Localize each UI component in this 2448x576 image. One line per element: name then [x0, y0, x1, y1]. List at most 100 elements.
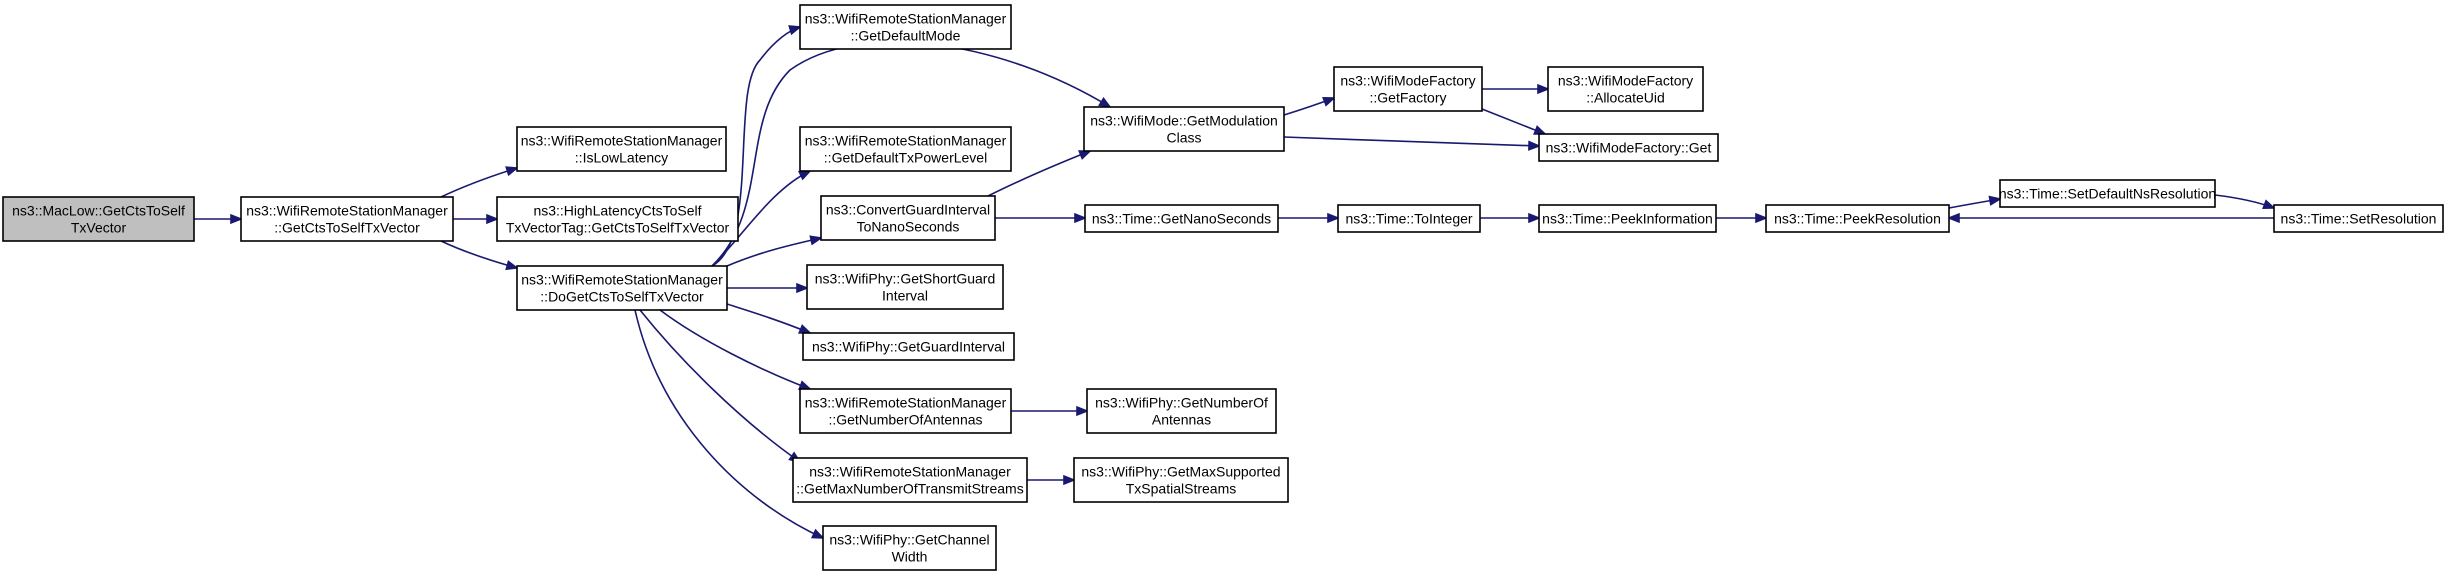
function-node[interactable]: ns3::WifiRemoteStationManager::GetDefaul…: [799, 126, 1012, 172]
arrowhead-icon: [505, 166, 520, 177]
edge-n4-to-n7: [726, 235, 824, 267]
function-node[interactable]: ns3::Time::GetNanoSeconds: [1084, 204, 1279, 233]
node-label: ns3::WifiRemoteStationManager: [521, 272, 723, 288]
arrowhead-icon: [1533, 125, 1547, 135]
edge-n13-to-n16: [1283, 136, 1542, 151]
node-label: ns3::WifiModeFactory: [1340, 73, 1475, 89]
node-box: [802, 332, 1015, 361]
node-label: ns3::WifiModeFactory::Get: [1546, 140, 1712, 156]
edge-line: [1283, 136, 1540, 147]
edge-n1-to-n3: [452, 213, 500, 225]
node-box: [516, 265, 728, 311]
node-box: [2273, 204, 2444, 233]
arrowhead-icon: [811, 528, 825, 539]
arrowhead-icon: [1322, 96, 1337, 107]
node-label: ns3::WifiMode::GetModulation: [1090, 113, 1278, 129]
function-node[interactable]: ns3::Time::SetResolution: [2273, 204, 2444, 233]
node-label: ns3::WifiModeFactory: [1558, 73, 1693, 89]
edge-n4-to-n10: [659, 309, 813, 391]
node-label: Antennas: [1152, 412, 1211, 428]
node-label: ns3::Time::SetResolution: [2281, 211, 2437, 227]
edge-n4-to-n11: [639, 309, 802, 464]
edge-line: [639, 309, 801, 463]
function-node[interactable]: ns3::Time::SetDefaultNsResolution: [1999, 179, 2216, 208]
function-node[interactable]: ns3::WifiModeFactory::GetFactory: [1333, 66, 1483, 112]
node-label: ns3::WifiRemoteStationManager: [521, 133, 723, 149]
function-node[interactable]: ns3::WifiPhy::GetMaxSupportedTxSpatialSt…: [1073, 457, 1289, 503]
function-node[interactable]: ns3::WifiRemoteStationManager::GetCtsToS…: [240, 196, 454, 242]
node-label: ns3::WifiPhy::GetNumberOf: [1095, 395, 1268, 411]
function-node[interactable]: ns3::WifiPhy::GetGuardInterval: [802, 332, 1015, 361]
edge-n10-to-n23: [1010, 405, 1090, 417]
edge-line: [726, 237, 822, 267]
node-box: [496, 196, 739, 242]
node-label: ns3::Time::PeekInformation: [1542, 211, 1713, 227]
edge-n1-to-n4: [440, 240, 520, 271]
edge-n13-to-n14: [1283, 96, 1337, 116]
arrowhead-icon: [1988, 195, 2003, 206]
function-node[interactable]: ns3::WifiRemoteStationManager::IsLowLate…: [516, 126, 727, 172]
arrowhead-icon: [1076, 405, 1090, 417]
edge-n21-to-n22: [2214, 194, 2277, 210]
node-label: TxVector: [71, 220, 127, 236]
node-label: ::GetCtsToSelfTxVector: [274, 220, 420, 236]
node-box: [822, 525, 997, 571]
function-node[interactable]: ns3::WifiPhy::GetNumberOfAntennas: [1086, 388, 1277, 434]
node-label: Interval: [882, 288, 928, 304]
node-box: [1547, 66, 1704, 112]
node-box: [1084, 204, 1279, 233]
node-box: [1538, 204, 1717, 233]
edge-n22-to-n20: [1946, 212, 2274, 224]
arrowhead-icon: [230, 213, 244, 225]
arrowhead-icon: [798, 380, 813, 391]
node-label: ns3::Time::GetNanoSeconds: [1092, 211, 1271, 227]
function-node[interactable]: ns3::Time::ToInteger: [1337, 204, 1481, 233]
edge-line: [711, 41, 1111, 267]
nodes-layer: ns3::MacLow::GetCtsToSelfTxVectorns3::Wi…: [2, 4, 2444, 571]
node-box: [799, 4, 1012, 50]
arrowhead-icon: [1946, 212, 1960, 224]
function-node[interactable]: ns3::WifiModeFactory::Get: [1538, 133, 1719, 162]
node-label: ns3::MacLow::GetCtsToSelf: [12, 203, 185, 219]
node-label: ns3::WifiRemoteStationManager: [805, 395, 1007, 411]
function-node[interactable]: ns3::WifiModeFactory::AllocateUid: [1547, 66, 1704, 112]
edge-line: [440, 240, 518, 269]
node-label: ns3::Time::ToInteger: [1345, 211, 1472, 227]
node-label: ns3::WifiRemoteStationManager: [246, 203, 448, 219]
function-node[interactable]: ns3::WifiRemoteStationManager::DoGetCtsT…: [516, 265, 728, 311]
arrowhead-icon: [1528, 140, 1542, 151]
arrowhead-icon: [809, 235, 824, 246]
arrowhead-icon: [1074, 212, 1088, 224]
function-node[interactable]: ns3::Time::PeekInformation: [1538, 204, 1717, 233]
node-label: ::GetFactory: [1369, 90, 1446, 106]
edge-n20-to-n21: [1948, 195, 2003, 209]
node-box: [820, 195, 996, 241]
edge-n14-to-n16: [1481, 108, 1547, 135]
function-node[interactable]: ns3::WifiRemoteStationManager::GetDefaul…: [799, 4, 1012, 50]
node-label: Class: [1166, 130, 1201, 146]
node-label: ns3::WifiRemoteStationManager: [805, 133, 1007, 149]
edge-n4-to-n13: [711, 41, 1112, 267]
arrowhead-icon: [2262, 199, 2277, 210]
function-node[interactable]: ns3::HighLatencyCtsToSelfTxVectorTag::Ge…: [496, 196, 739, 242]
edge-line: [440, 167, 518, 198]
function-node[interactable]: ns3::WifiRemoteStationManager::GetNumber…: [799, 388, 1012, 434]
arrowhead-icon: [1755, 212, 1769, 224]
node-box: [516, 126, 727, 172]
edge-n17-to-n18: [1278, 212, 1341, 224]
node-label: TxSpatialStreams: [1126, 481, 1236, 497]
node-label: ns3::WifiPhy::GetGuardInterval: [812, 339, 1005, 355]
arrowhead-icon: [1078, 150, 1092, 160]
function-node[interactable]: ns3::WifiRemoteStationManager::GetMaxNum…: [792, 457, 1028, 503]
arrowhead-icon: [1537, 83, 1551, 95]
node-label: ::AllocateUid: [1586, 90, 1665, 106]
node-label: TxVectorTag::GetCtsToSelfTxVector: [506, 220, 730, 236]
arrowhead-icon: [796, 282, 810, 294]
node-box: [1337, 204, 1481, 233]
function-node[interactable]: ns3::Time::PeekResolution: [1765, 204, 1950, 233]
